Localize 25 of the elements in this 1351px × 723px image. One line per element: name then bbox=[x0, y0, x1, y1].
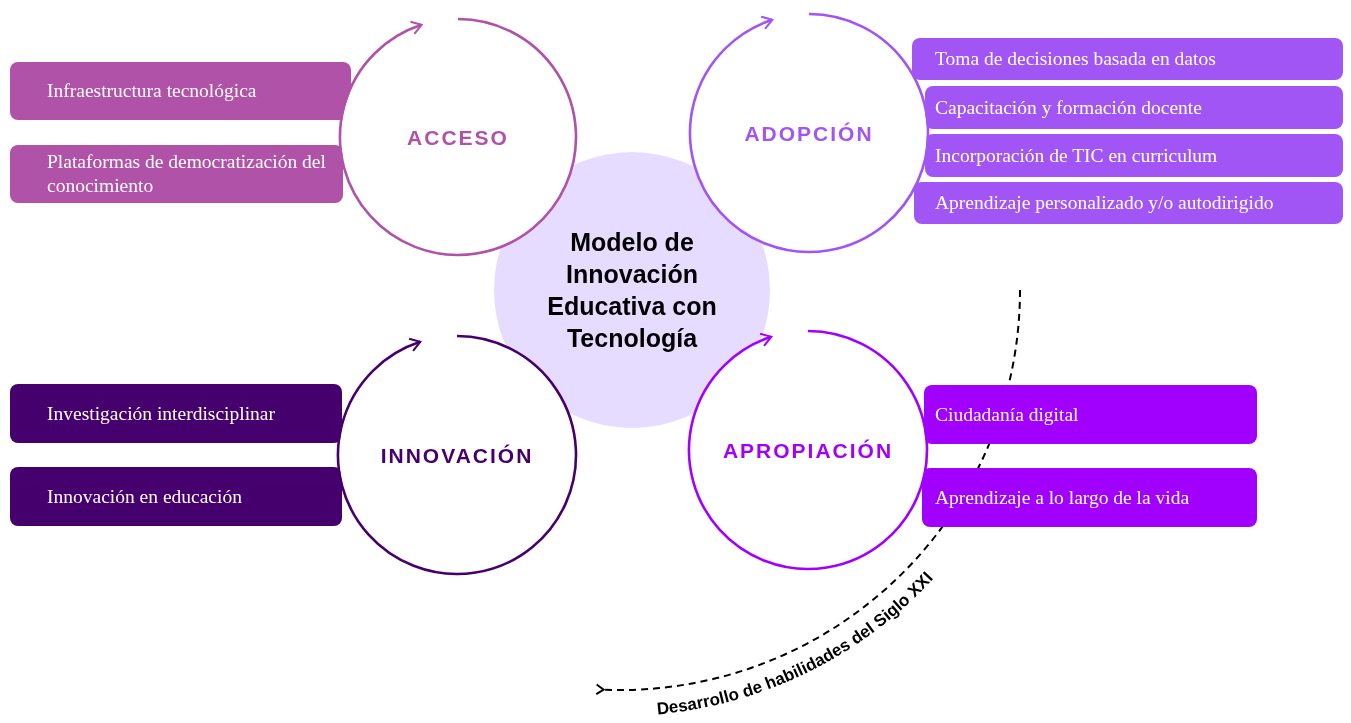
item-bar bbox=[10, 467, 342, 526]
item-bar bbox=[10, 62, 351, 120]
item-bar bbox=[925, 86, 1343, 129]
item-bar bbox=[10, 384, 342, 443]
item-text: Toma de decisiones basada en datos bbox=[935, 47, 1216, 71]
stage-label: ADOPCIÓN bbox=[744, 122, 874, 145]
item-text: Plataformas de democratización del conocimiento bbox=[47, 150, 327, 198]
item-bar bbox=[912, 38, 1343, 80]
item-bar bbox=[914, 182, 1343, 224]
item-bar bbox=[925, 134, 1343, 177]
item-text: Ciudadanía digital bbox=[935, 402, 1079, 427]
item-bar bbox=[10, 145, 343, 203]
item-text: Incorporación de TIC en curriculum bbox=[935, 143, 1218, 168]
item-text: Investigación interdisciplinar bbox=[47, 401, 275, 426]
stage-label: ACCESO bbox=[407, 126, 509, 149]
item-bar bbox=[924, 385, 1257, 444]
stage-label: APROPIACIÓN bbox=[722, 439, 894, 462]
item-text: Aprendizaje personalizado y/o autodirigido bbox=[935, 191, 1274, 215]
item-text: Innovación en educación bbox=[47, 484, 242, 509]
item-text: Capacitación y formación docente bbox=[935, 95, 1202, 120]
item-text: Infraestructura tecnológica bbox=[47, 79, 257, 103]
center-title: Modelo de Innovación Educativa con Tecnología bbox=[546, 227, 718, 354]
item-text: Aprendizaje a lo largo de la vida bbox=[935, 485, 1190, 510]
item-bar bbox=[922, 468, 1257, 527]
stage-label: INNOVACIÓN bbox=[380, 444, 534, 467]
